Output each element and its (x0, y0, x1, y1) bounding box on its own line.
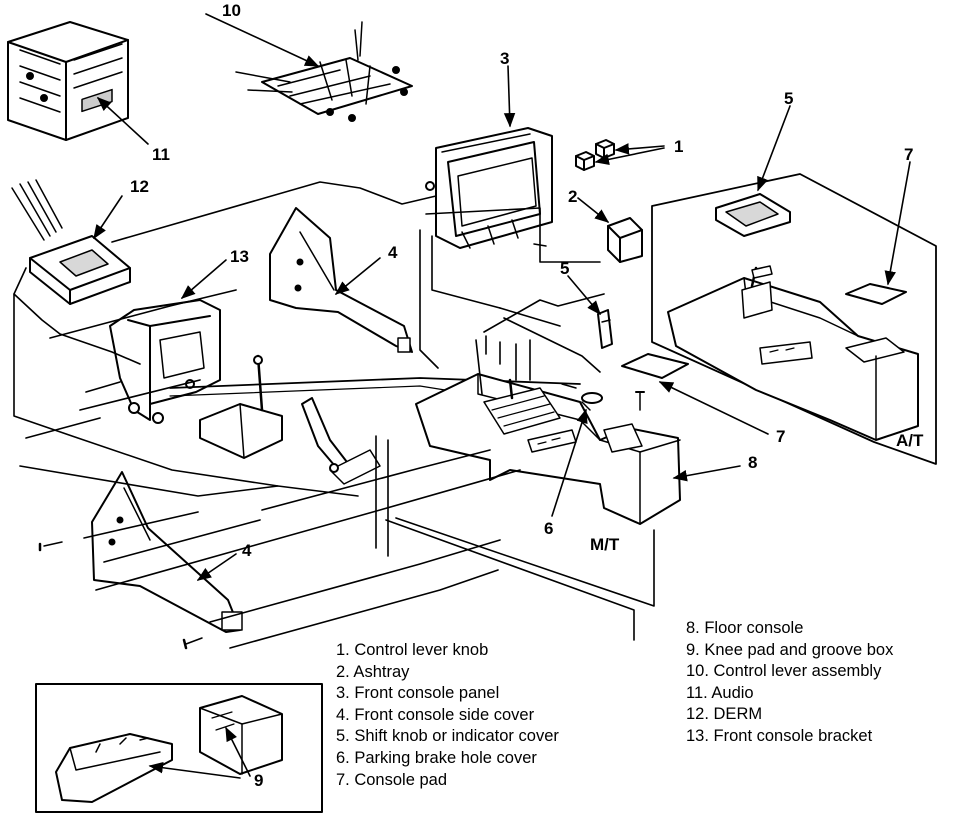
legend-item-13: 13. Front console bracket (686, 726, 873, 745)
callout-4-lower: 4 (242, 541, 252, 560)
callout-7-automatic: 7 (904, 145, 913, 164)
automatic-console-panel (651, 173, 937, 465)
legend-item-11: 11. Audio (686, 683, 754, 702)
derm-module (11, 179, 131, 305)
console-pad-manual (621, 353, 689, 379)
callout-1: 1 (674, 137, 683, 156)
legend-left-column: 1. Control lever knob 2. Ashtray 3. Fron… (336, 640, 559, 791)
front-console-bracket (109, 299, 221, 424)
legend-item-9: 9. Knee pad and groove box (686, 640, 894, 659)
callout-2: 2 (568, 187, 577, 206)
legend-item-4: 4. Front console side cover (336, 705, 535, 724)
callout-7-manual: 7 (776, 427, 785, 446)
control-lever-assembly (235, 21, 413, 122)
legend-right-column: 8. Floor console 9. Knee pad and groove … (686, 618, 893, 748)
side-cover-upper (269, 207, 413, 353)
control-lever-knobs (575, 139, 615, 171)
indicator-cover (597, 309, 613, 349)
callout-5-automatic: 5 (784, 89, 793, 108)
legend-item-2: 2. Ashtray (336, 662, 410, 681)
legend-item-10: 10. Control lever assembly (686, 662, 882, 681)
legend-item-8: 8. Floor console (686, 619, 804, 637)
callout-6: 6 (544, 519, 553, 538)
legend-item-12: 12. DERM (686, 705, 763, 724)
legend-item-7: 7. Console pad (336, 770, 447, 789)
legend-item-3: 3. Front console panel (336, 684, 500, 703)
callout-9: 9 (254, 771, 263, 790)
housing-outlines (13, 181, 655, 649)
ashtray (607, 217, 643, 263)
front-console-panel (425, 127, 553, 249)
audio-unit (7, 21, 129, 141)
side-cover-lower (91, 471, 243, 633)
callout-13: 13 (230, 247, 249, 266)
leader-lines (93, 13, 911, 779)
cable-rod-return (169, 385, 471, 397)
callout-11: 11 (152, 145, 170, 164)
parking-brake-lever (301, 397, 381, 485)
cable-rod (169, 377, 581, 389)
legend-item-5: 5. Shift knob or indicator cover (336, 727, 559, 746)
callout-5-manual: 5 (560, 259, 569, 278)
callout-8: 8 (748, 453, 757, 472)
floor-console-manual (415, 373, 681, 525)
knee-pad-inset (35, 683, 323, 813)
callout-12: 12 (130, 177, 149, 196)
legend-item-1: 1. Control lever knob (336, 641, 489, 659)
label-automatic: A/T (896, 431, 924, 450)
callout-10: 10 (222, 1, 241, 20)
legend-item-6: 6. Parking brake hole cover (336, 748, 537, 767)
callout-3: 3 (500, 49, 509, 68)
screws (38, 383, 645, 650)
shift-lever-mechanism (199, 354, 283, 459)
callout-4-upper: 4 (388, 243, 398, 262)
label-manual: M/T (590, 535, 620, 554)
